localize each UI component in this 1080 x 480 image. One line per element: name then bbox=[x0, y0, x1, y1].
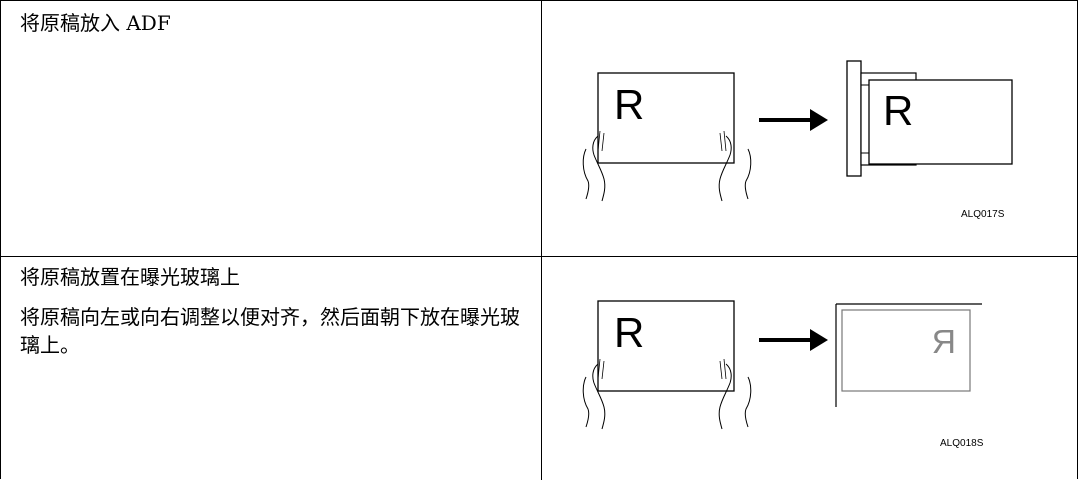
adf-unit bbox=[846, 60, 862, 177]
letter-r: R bbox=[614, 81, 644, 128]
original-sheet bbox=[597, 300, 735, 392]
table-row: 将原稿放置在曝光玻璃上 将原稿向左或向右调整以便对齐，然后面朝下放在曝光玻璃上。… bbox=[1, 257, 1077, 480]
text-cell: 将原稿放入 ADF bbox=[1, 1, 542, 256]
hand-right-icon bbox=[744, 376, 752, 428]
original-sheet bbox=[597, 72, 735, 164]
illustration-cell: R R ALQ018S bbox=[542, 257, 1077, 480]
letter-r: R bbox=[614, 309, 644, 356]
illustration-cell: R R ALQ017S bbox=[542, 1, 1077, 256]
adf-illustration: R R ALQ017S bbox=[582, 60, 1013, 220]
hand-left-icon bbox=[582, 376, 590, 428]
row-heading: 将原稿放入 ADF bbox=[20, 11, 171, 35]
mirrored-letter-r: R bbox=[932, 324, 956, 361]
face-down-sheet bbox=[841, 309, 971, 392]
figure-code: ALQ018S bbox=[940, 438, 984, 449]
row-description: 将原稿向左或向右调整以便对齐，然后面朝下放在曝光玻璃上。 bbox=[20, 305, 520, 357]
text-cell: 将原稿放置在曝光玻璃上 将原稿向左或向右调整以便对齐，然后面朝下放在曝光玻璃上。 bbox=[1, 257, 542, 480]
hand-left-icon bbox=[582, 148, 590, 200]
glass-illustration: R R ALQ018S bbox=[582, 300, 984, 449]
table-row: 将原稿放入 ADF R bbox=[1, 1, 1077, 257]
fed-sheet bbox=[868, 79, 1013, 165]
figure-code: ALQ017S bbox=[961, 209, 1005, 220]
row-heading: 将原稿放置在曝光玻璃上 bbox=[20, 265, 240, 289]
hand-right-icon bbox=[744, 148, 752, 200]
letter-r: R bbox=[883, 87, 913, 134]
